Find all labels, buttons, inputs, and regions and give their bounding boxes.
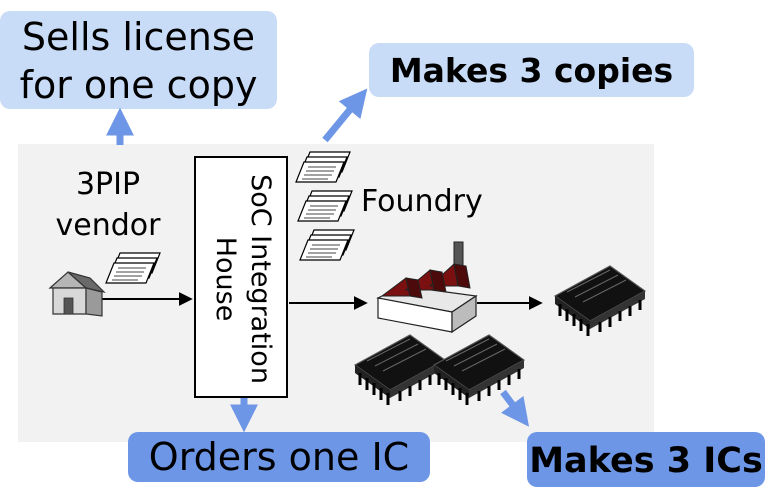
copies-arrow	[322, 88, 368, 143]
makes-ics-text: Makes 3 ICs	[529, 441, 763, 481]
makes-copies-text: Makes 3 copies	[389, 51, 674, 90]
ics-arrow	[500, 389, 530, 427]
sells-license-line-1: Sells license	[21, 15, 256, 59]
copy-document-stack-icon	[297, 190, 353, 222]
orders-ic-callout: Orders one IC	[128, 432, 430, 482]
sells-license-line-2: for one copy	[19, 63, 258, 107]
vendor-label-line-1: 3PIP	[75, 167, 141, 202]
makes-copies-callout: Makes 3 copies	[369, 43, 694, 97]
foundry-label: Foundry	[361, 184, 483, 219]
factory-icon	[376, 241, 478, 334]
orders-ic-text: Orders one IC	[148, 435, 410, 479]
copy-document-stack-icon	[299, 229, 355, 261]
makes-ics-callout: Makes 3 ICs	[527, 432, 765, 487]
vendor-label: 3PIP vendor	[50, 164, 166, 246]
chip-copy-icon	[432, 333, 526, 407]
soc-integration-house-box: SoC Integration House	[194, 156, 288, 398]
vendor-label-line-2: vendor	[55, 208, 161, 243]
output-chip-icon	[553, 264, 647, 338]
house-icon	[48, 271, 106, 317]
sells-license-callout: Sells license for one copy	[0, 11, 277, 109]
copy-document-stack-icon	[295, 151, 351, 183]
vendor-document-stack-icon	[105, 252, 161, 284]
chip-copy-icon	[353, 333, 447, 407]
